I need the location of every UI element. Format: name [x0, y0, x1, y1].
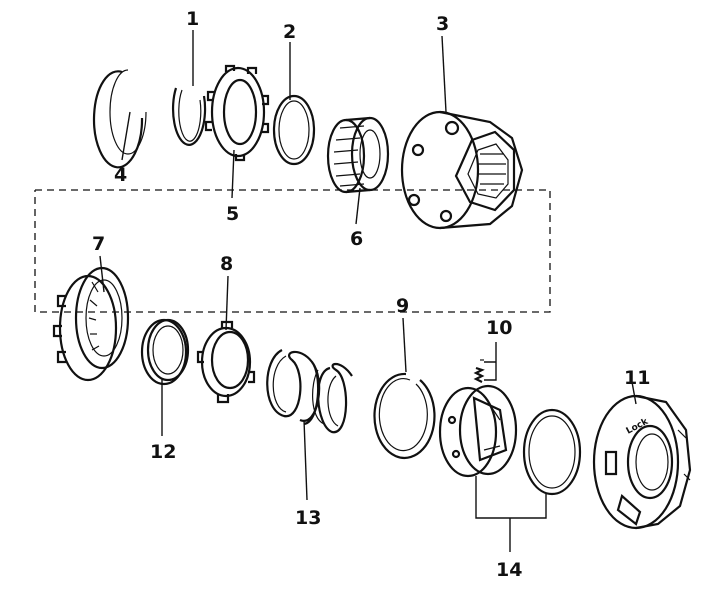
part-1-circlip [171, 87, 207, 146]
part-11-hub-cap: Lock [592, 394, 692, 530]
callout-11: 11 [624, 367, 650, 389]
part-8-retainer-plate [196, 320, 256, 404]
callout-10: 10 [486, 317, 512, 339]
callout-6: 6 [350, 228, 363, 250]
callout-14: 14 [496, 559, 522, 581]
part-14-dial-assembly [438, 384, 518, 478]
part-9-snap-ring [373, 372, 436, 460]
part-4-snap-ring [92, 69, 147, 169]
part-13-coil-spring [266, 349, 353, 434]
part-12-ring [140, 318, 190, 386]
part-14-o-ring [522, 408, 582, 496]
callout-3: 3 [436, 13, 449, 35]
leader-lines [99, 30, 637, 552]
part-7-clutch-ring [52, 266, 130, 382]
part-2-thin-ring [272, 94, 316, 166]
part-3-hub-body [400, 110, 524, 230]
callout-2: 2 [283, 21, 296, 43]
callout-8: 8 [220, 253, 233, 275]
part-5-toothed-ring [204, 64, 270, 162]
callout-4: 4 [114, 164, 127, 186]
part-6-needle-bearing [326, 116, 390, 194]
callout-5: 5 [226, 203, 239, 225]
callout-12: 12 [150, 441, 176, 463]
callout-7: 7 [92, 233, 105, 255]
callout-1: 1 [186, 8, 199, 30]
dashed-guide-line [34, 189, 551, 313]
callout-13: 13 [295, 507, 321, 529]
part-10-detent-springs [473, 359, 485, 383]
callout-9: 9 [396, 295, 409, 317]
